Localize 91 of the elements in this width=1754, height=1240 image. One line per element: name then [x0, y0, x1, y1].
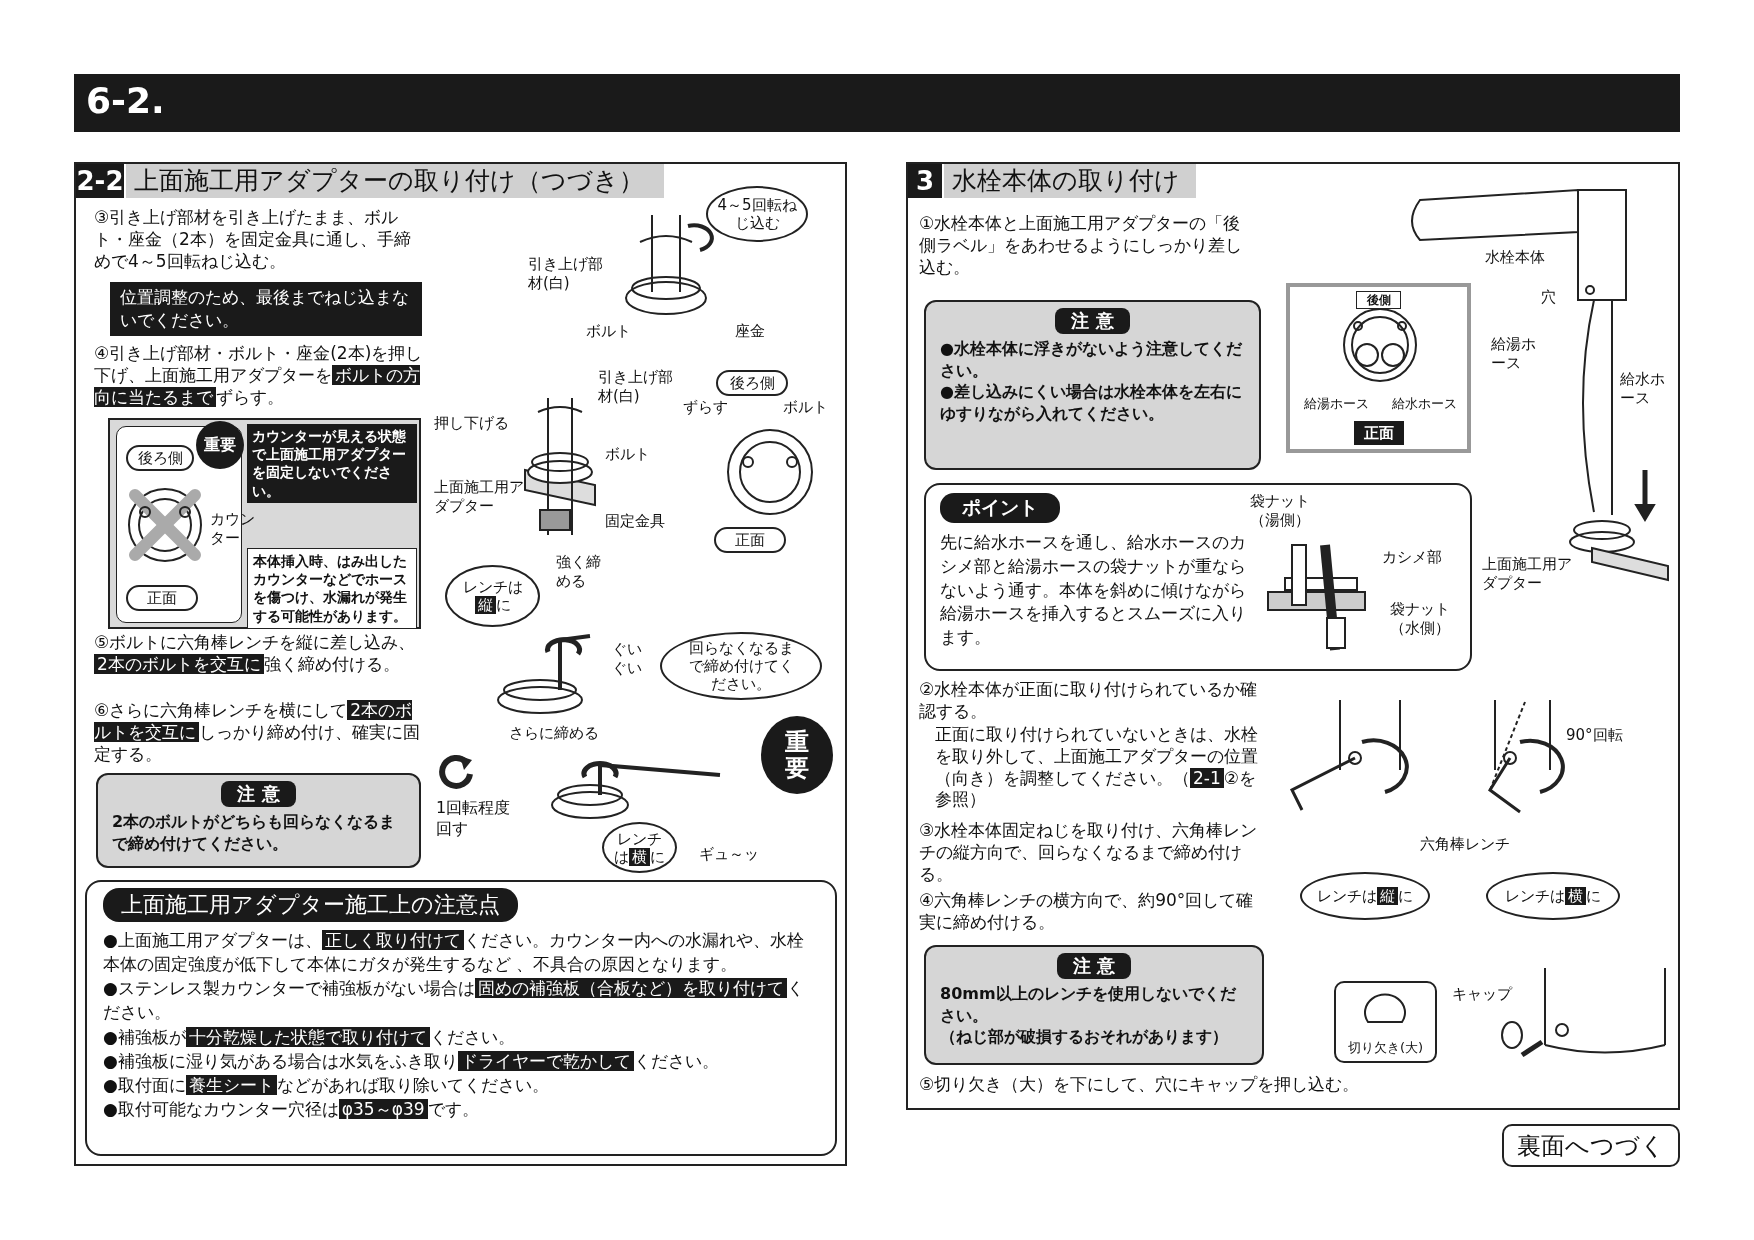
front-label: 正面	[1354, 421, 1404, 445]
part-label: 給水ホース	[1620, 370, 1666, 408]
caution-box	[924, 300, 1261, 470]
step-text: ⑤ボルトに六角棒レンチを縦に差し込み、2本のボルトを交互に強く締め付ける。	[94, 632, 417, 676]
pill-text: 正面	[735, 530, 765, 550]
bubble-text: 1回転程度回す	[436, 798, 512, 840]
notice-text: ●水栓本体に浮きがないよう注意してください。	[940, 338, 1243, 382]
important-box	[108, 418, 421, 629]
part-label: 上面施工用アダプター	[1482, 555, 1573, 593]
caution-box	[96, 773, 421, 868]
label-pill	[126, 585, 198, 611]
section-heading: 水栓本体の取り付け	[944, 164, 1196, 198]
part-label: 引き上げ部材(白)	[598, 368, 674, 406]
notes-box	[85, 880, 837, 1156]
badge-text: 重要	[784, 728, 810, 782]
action-label: さらに締める	[509, 724, 600, 743]
hose-label: 給水ホース	[1390, 395, 1458, 413]
action-label: 強く締める	[556, 553, 602, 591]
page-title: 6-2.	[86, 80, 165, 121]
section-panel	[74, 162, 847, 1166]
step-text: ⑤切り欠き（大）を下にして、穴にキャップを押し込む。	[919, 1074, 1361, 1096]
badge-text: 重要	[203, 436, 237, 454]
part-label: 六角棒レンチ	[1420, 835, 1511, 854]
point-text: 先に給水ホースを通し、給水ホースのカシメ部と給湯ホースの袋ナットが重ならないよう通す。本体を斜めに傾けながら給湯ホースを挿入するとスムーズに入ります。	[940, 531, 1247, 650]
caution-text: 本体挿入時、はみ出したカウンターなどでホースを傷つけ、水漏れが発生する可能性があります。	[247, 548, 417, 629]
hose-label: 給湯ホース	[1302, 395, 1370, 413]
step-text: ①水栓本体と上面施工用アダプターの「後側ラベル」をあわせるようにしっかり差し込む。	[919, 213, 1243, 279]
section-number: 3	[908, 164, 942, 198]
label-pill	[716, 370, 788, 396]
notice-text: 2本のボルトがどちらも回らなくなるまで締め付けてください。	[112, 811, 397, 855]
part-label: カシメ部	[1382, 548, 1443, 567]
part-label: ボルト	[605, 445, 651, 464]
important-badge	[196, 421, 244, 469]
bullet-text: ●上面施工用アダプターは、正しく取り付けてください。カウンター内への水漏れや、水栓本体の固定強度が低下して本体にガタが発生するなど 、不具合の原因となります。	[103, 929, 805, 977]
notice-text: （ねじ部が破損するおそれがあります）	[940, 1026, 1229, 1048]
notice-tag: 注 意	[1056, 953, 1132, 979]
part-label: 90°回転	[1566, 726, 1624, 745]
notch-label: 切り欠き(大)	[1346, 1039, 1425, 1057]
bubble-text: 4～5回転ねじ込む	[717, 196, 797, 232]
step-text: ②水栓本体が正面に取り付けられているか確認する。	[919, 679, 1259, 723]
part-label: 穴	[1541, 288, 1557, 307]
important-text: カウンターが見える状態で上面施工用アダプターを固定しないでください。	[247, 424, 417, 503]
bubble-text: レンチは縦に	[461, 578, 524, 614]
warning-text: 位置調整のため、最後までねじ込まないでください。	[120, 286, 410, 332]
section-number: 2-2	[76, 164, 124, 198]
bubble-text: レンチは縦に	[1316, 887, 1414, 905]
speech-bubble	[706, 186, 808, 242]
part-label: キャップ	[1452, 985, 1514, 1004]
bullet-text: ●ステンレス製カウンターで補強板がない場合は固めの補強板（合板など）を取り付けてください。	[103, 977, 805, 1025]
part-label: 給湯ホース	[1491, 335, 1537, 373]
label-pill	[714, 527, 786, 553]
tab-label: 後側	[1356, 291, 1401, 309]
bullet-text: ●取付面に養生シートなどがあれば取り除いてください。	[103, 1073, 550, 1097]
notes-heading: 上面施工用アダプター施工上の注意点	[103, 888, 518, 922]
point-tag: ポイント	[940, 493, 1060, 523]
pill-text: 後ろ側	[729, 373, 775, 393]
step-text: ④六角棒レンチの横方向で、約90°回して確実に締め付ける。	[919, 890, 1255, 934]
bubble-text: レンチは横に	[613, 829, 666, 866]
step-text: ③引き上げ部材を引き上げたまま、ボルト・座金（2本）を固定金具に通し、手締めで4～5回転ねじ込む。	[94, 207, 412, 273]
part-label: 袋ナット（水側）	[1390, 600, 1451, 638]
section-heading: 上面施工用アダプターの取り付け（つづき）	[126, 164, 664, 198]
notice-text: 80mm以上のレンチを使用しないでください。	[940, 983, 1237, 1027]
label-pill	[126, 445, 194, 471]
bubble-text: レンチは横に	[1504, 887, 1602, 905]
bubble-text: 回らなくなるまで締め付けてください。	[687, 639, 795, 693]
notice-tag: 注 意	[221, 781, 296, 807]
part-label: 引き上げ部材(白)	[528, 255, 604, 293]
step-text: ③水栓本体固定ねじを取り付け、六角棒レンチの縦方向で、回らなくなるまで締め付ける。	[919, 820, 1259, 886]
part-label: ボルト	[586, 322, 632, 341]
part-label: 上面施工用アダプター	[434, 478, 524, 516]
continue-text: 裏面へつづく	[1517, 1130, 1665, 1162]
sound-label: ギュ～ッ	[699, 845, 760, 864]
pill-text: 正面	[147, 588, 177, 608]
part-label: カウンター	[210, 510, 256, 548]
action-label: 押し下げる	[434, 414, 510, 433]
caution-box	[924, 945, 1264, 1065]
part-label: 固定金具	[605, 512, 666, 531]
section-panel	[906, 162, 1680, 1110]
warning-box	[110, 282, 422, 336]
bullet-text: ●補強板に湿り気がある場合は水気をふき取りドライヤーで乾かしてください。	[103, 1049, 720, 1073]
action-label: ずらす	[683, 398, 729, 417]
point-box	[924, 483, 1472, 671]
part-label: 袋ナット（湯側）	[1250, 492, 1311, 530]
pill-text: 後ろ側	[137, 448, 183, 468]
notice-text: ●差し込みにくい場合は水栓本体を左右にゆすりながら入れてください。	[940, 381, 1243, 425]
part-label: 座金	[735, 322, 766, 341]
notice-tag: 注 意	[1055, 308, 1130, 334]
sound-label: ぐいぐい	[612, 640, 643, 678]
part-label: ボルト	[783, 398, 829, 417]
part-label: 水栓本体	[1485, 248, 1546, 267]
continue-box	[1502, 1124, 1680, 1167]
